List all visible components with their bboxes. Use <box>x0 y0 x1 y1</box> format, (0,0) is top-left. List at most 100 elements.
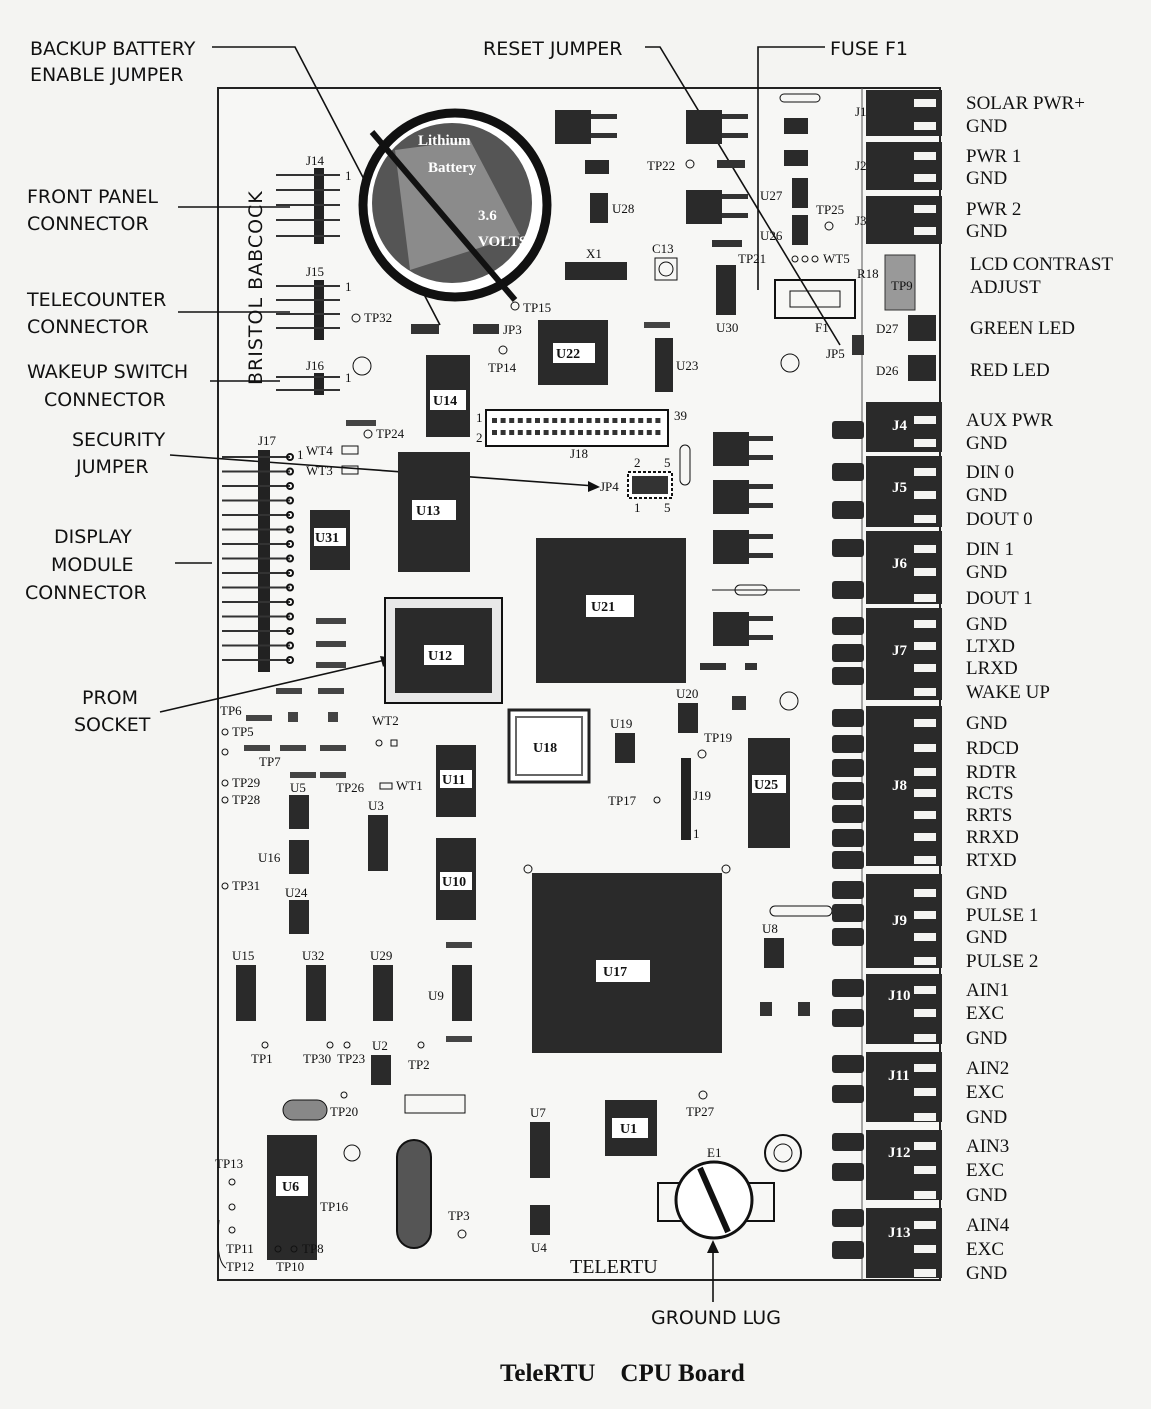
pin-label-j6-1: GND <box>966 562 1007 583</box>
j15-pin1: 1 <box>345 279 352 294</box>
ref-tp9: TP9 <box>891 278 913 293</box>
leader-prom <box>159 659 386 713</box>
j17-pad <box>286 467 294 476</box>
header-j19 <box>681 758 691 840</box>
ref-u11: U11 <box>442 773 465 788</box>
crystal-x1 <box>565 262 627 280</box>
ic-u18: U18 <box>507 708 591 784</box>
j17-pad <box>286 496 294 505</box>
j17-pad <box>286 656 294 664</box>
terminal-pad <box>832 1163 864 1181</box>
j17-pin1: 1 <box>297 447 304 462</box>
j18-pin39: 39 <box>674 408 687 423</box>
terminal-pad <box>832 851 864 869</box>
battery-text-3: 3.6 <box>478 208 497 224</box>
terminal-pad <box>832 1055 864 1073</box>
callout-front-panel-line2: CONNECTOR <box>27 213 149 235</box>
backup-battery-jumper-pads <box>411 324 439 334</box>
j18-pin <box>492 430 497 435</box>
terminal-pad <box>832 979 864 997</box>
jumper-jp4: JP4 2 5 1 5 <box>600 455 673 515</box>
ic-u22: U22 <box>538 320 608 385</box>
j18-pin <box>492 418 497 423</box>
ref-tp1: TP1 <box>251 1051 273 1066</box>
ic-u18-body <box>507 708 591 784</box>
ref-d27: D27 <box>876 321 899 336</box>
pin-label-j12-1: EXC <box>966 1160 1004 1181</box>
ic-u14-label-bg <box>430 390 466 410</box>
j17-pad <box>286 569 294 577</box>
ic-u23: U23 <box>655 338 698 392</box>
j18-pin <box>543 430 549 435</box>
terminal-slot <box>914 416 936 424</box>
ic-u10: U10 <box>436 838 476 920</box>
terminal-slot <box>914 1142 936 1150</box>
ref-f1: F1 <box>815 320 829 335</box>
cap-c13 <box>654 257 678 281</box>
terminal-slot <box>914 174 936 182</box>
pin-label-j3-0: PWR 2 <box>966 199 1021 220</box>
ref-jp3: JP3 <box>503 322 522 337</box>
pin-label-j9-2: GND <box>966 927 1007 948</box>
terminal-pad <box>832 1241 864 1259</box>
pin-label-j7-2: LRXD <box>966 658 1018 679</box>
ref-j3: J3 <box>855 213 867 228</box>
j18-pin <box>655 430 661 435</box>
ref-tp30: TP30 <box>303 1051 331 1066</box>
pin-label-j5-1: GND <box>966 485 1007 506</box>
pin-label-j11-1: EXC <box>966 1082 1004 1103</box>
terminal-slot <box>914 1088 936 1096</box>
callout-backup-battery-line2: ENABLE JUMPER <box>30 64 183 86</box>
ic-u23-body <box>655 338 673 392</box>
terminal-slot <box>914 911 936 919</box>
ref-tp15: TP15 <box>523 300 551 315</box>
ref-u20: U20 <box>676 686 698 701</box>
j18-pin <box>655 418 661 423</box>
terminal-pad <box>832 1009 864 1027</box>
ref-j17: J17 <box>258 433 277 448</box>
terminal-slot <box>914 642 936 650</box>
pin-label-lcd-1: ADJUST <box>970 277 1041 298</box>
pin-label-j6-0: DIN 1 <box>966 539 1014 560</box>
terminal-j12-body <box>866 1130 942 1200</box>
ref-wt2: WT2 <box>372 713 399 728</box>
pin-label-j11-0: AIN2 <box>966 1058 1009 1079</box>
ref-u24: U24 <box>285 885 308 900</box>
pin-label-j9-0: GND <box>966 883 1007 904</box>
ref-tp8: TP8 <box>302 1241 324 1256</box>
pin-label-j5-0: DIN 0 <box>966 462 1014 483</box>
terminal-pad <box>832 501 864 519</box>
j18-pin <box>612 430 618 435</box>
ref-u13: U13 <box>416 504 440 519</box>
terminal-pad <box>832 904 864 922</box>
terminal-pad <box>832 617 864 635</box>
ref-u15: U15 <box>232 948 254 963</box>
terminal-pad <box>832 667 864 685</box>
terminal-slot <box>914 1269 936 1277</box>
jp5-body <box>852 335 864 355</box>
terminal-slot <box>914 957 936 965</box>
prom-socket-u12: U12 <box>384 597 503 704</box>
arrow-ground-lug <box>707 1240 719 1253</box>
pin-label-j10-1: EXC <box>966 1003 1004 1024</box>
pin-label-j8-5: RRXD <box>966 827 1019 848</box>
ref-jp4: JP4 <box>600 479 619 494</box>
callout-wakeup-line1: WAKEUP SWITCH <box>27 361 188 383</box>
j18-pin <box>552 418 558 423</box>
ref-tp17: TP17 <box>608 793 637 808</box>
j18-pin <box>569 430 575 435</box>
terminal-slot <box>914 152 936 160</box>
header-j16-body <box>314 373 324 395</box>
callout-front-panel: FRONT PANEL CONNECTOR <box>27 186 290 235</box>
callout-display-line2: MODULE <box>51 554 133 576</box>
callout-wakeup-line2: CONNECTOR <box>44 389 166 411</box>
j17-pad <box>286 453 294 461</box>
small-chips: U5 U3 U16 U24 U15 U32 U29 U9 U2 U7 U4 U1… <box>232 178 808 1255</box>
ref-j18: J18 <box>570 446 588 461</box>
callout-prom-line1: PROM <box>82 687 138 709</box>
jp4-pin2: 2 <box>634 455 641 470</box>
ref-x1: X1 <box>586 246 602 261</box>
terminal-slot <box>914 744 936 752</box>
j18-pin <box>509 430 515 435</box>
